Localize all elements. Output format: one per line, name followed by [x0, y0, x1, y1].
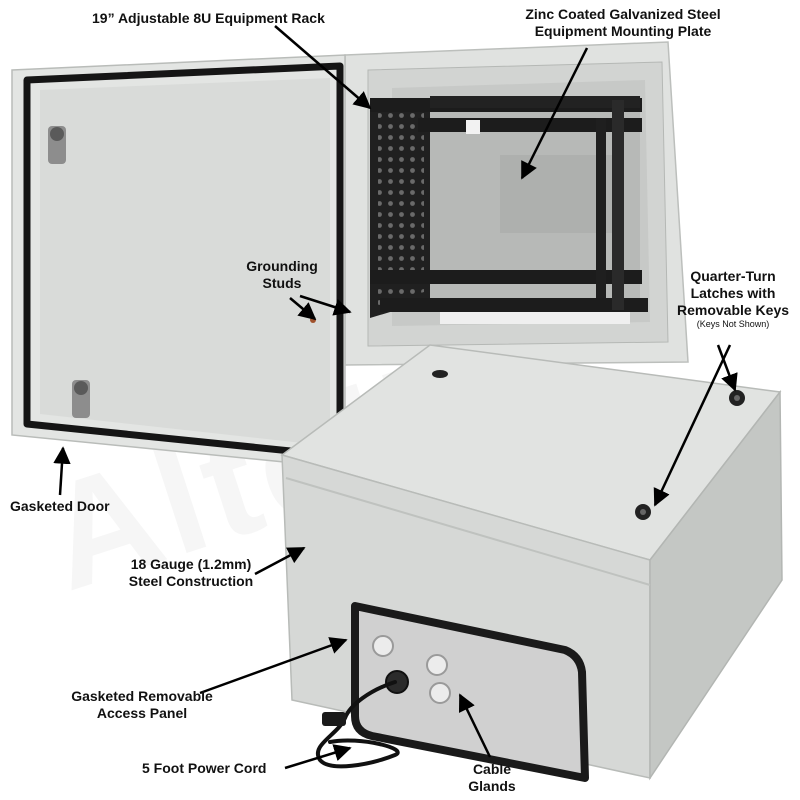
- grounding-line-1: Grounding: [246, 258, 318, 274]
- latches-line-3: Removable Keys: [676, 302, 790, 318]
- access-panel-line-1: Gasketed Removable: [71, 688, 213, 704]
- mounting-plate-line-2: Equipment Mounting Plate: [534, 23, 712, 39]
- quarter-turn-latches-label: Quarter-Turn Latches with Removable Keys: [670, 268, 796, 319]
- cable-gland-2: [426, 654, 448, 676]
- latches-line-1: Quarter-Turn: [690, 268, 776, 284]
- mounting-plate-line-1: Zinc Coated Galvanized Steel: [525, 6, 721, 22]
- access-panel-line-2: Access Panel: [96, 705, 188, 721]
- keys-not-shown-note: (Keys Not Shown): [670, 319, 796, 330]
- callout-arrows: [53, 25, 738, 770]
- mounting-plate-label: Zinc Coated Galvanized Steel Equipment M…: [500, 6, 746, 40]
- grounding-line-2: Studs: [262, 275, 302, 291]
- power-cord-text: 5 Foot Power Cord: [142, 760, 267, 776]
- cable-gland-1: [372, 635, 394, 657]
- cable-glands-label: Cable Glands: [455, 761, 529, 795]
- gasketed-door-text: Gasketed Door: [10, 498, 110, 514]
- steel-gauge-label: 18 Gauge (1.2mm) Steel Construction: [118, 556, 264, 590]
- equipment-rack: [370, 96, 648, 318]
- gasketed-door-label: Gasketed Door: [10, 498, 110, 515]
- equipment-rack-label: 19” Adjustable 8U Equipment Rack: [92, 10, 325, 27]
- grounding-studs-label: Grounding Studs: [236, 258, 328, 292]
- access-panel-label: Gasketed Removable Access Panel: [62, 688, 222, 722]
- gauge-line-2: Steel Construction: [128, 573, 254, 589]
- power-cord-label: 5 Foot Power Cord: [142, 760, 266, 777]
- equipment-rack-text: 19” Adjustable 8U Equipment Rack: [92, 10, 325, 26]
- gauge-line-1: 18 Gauge (1.2mm): [130, 556, 252, 572]
- power-cord: [315, 680, 400, 769]
- glands-line-1: Cable: [472, 761, 512, 777]
- glands-line-2: Glands: [468, 778, 516, 794]
- cable-gland-3: [429, 682, 451, 704]
- latches-line-2: Latches with: [690, 285, 776, 301]
- keys-note-text: (Keys Not Shown): [696, 319, 770, 329]
- access-panel: [351, 602, 589, 782]
- enclosure-door: [11, 54, 346, 469]
